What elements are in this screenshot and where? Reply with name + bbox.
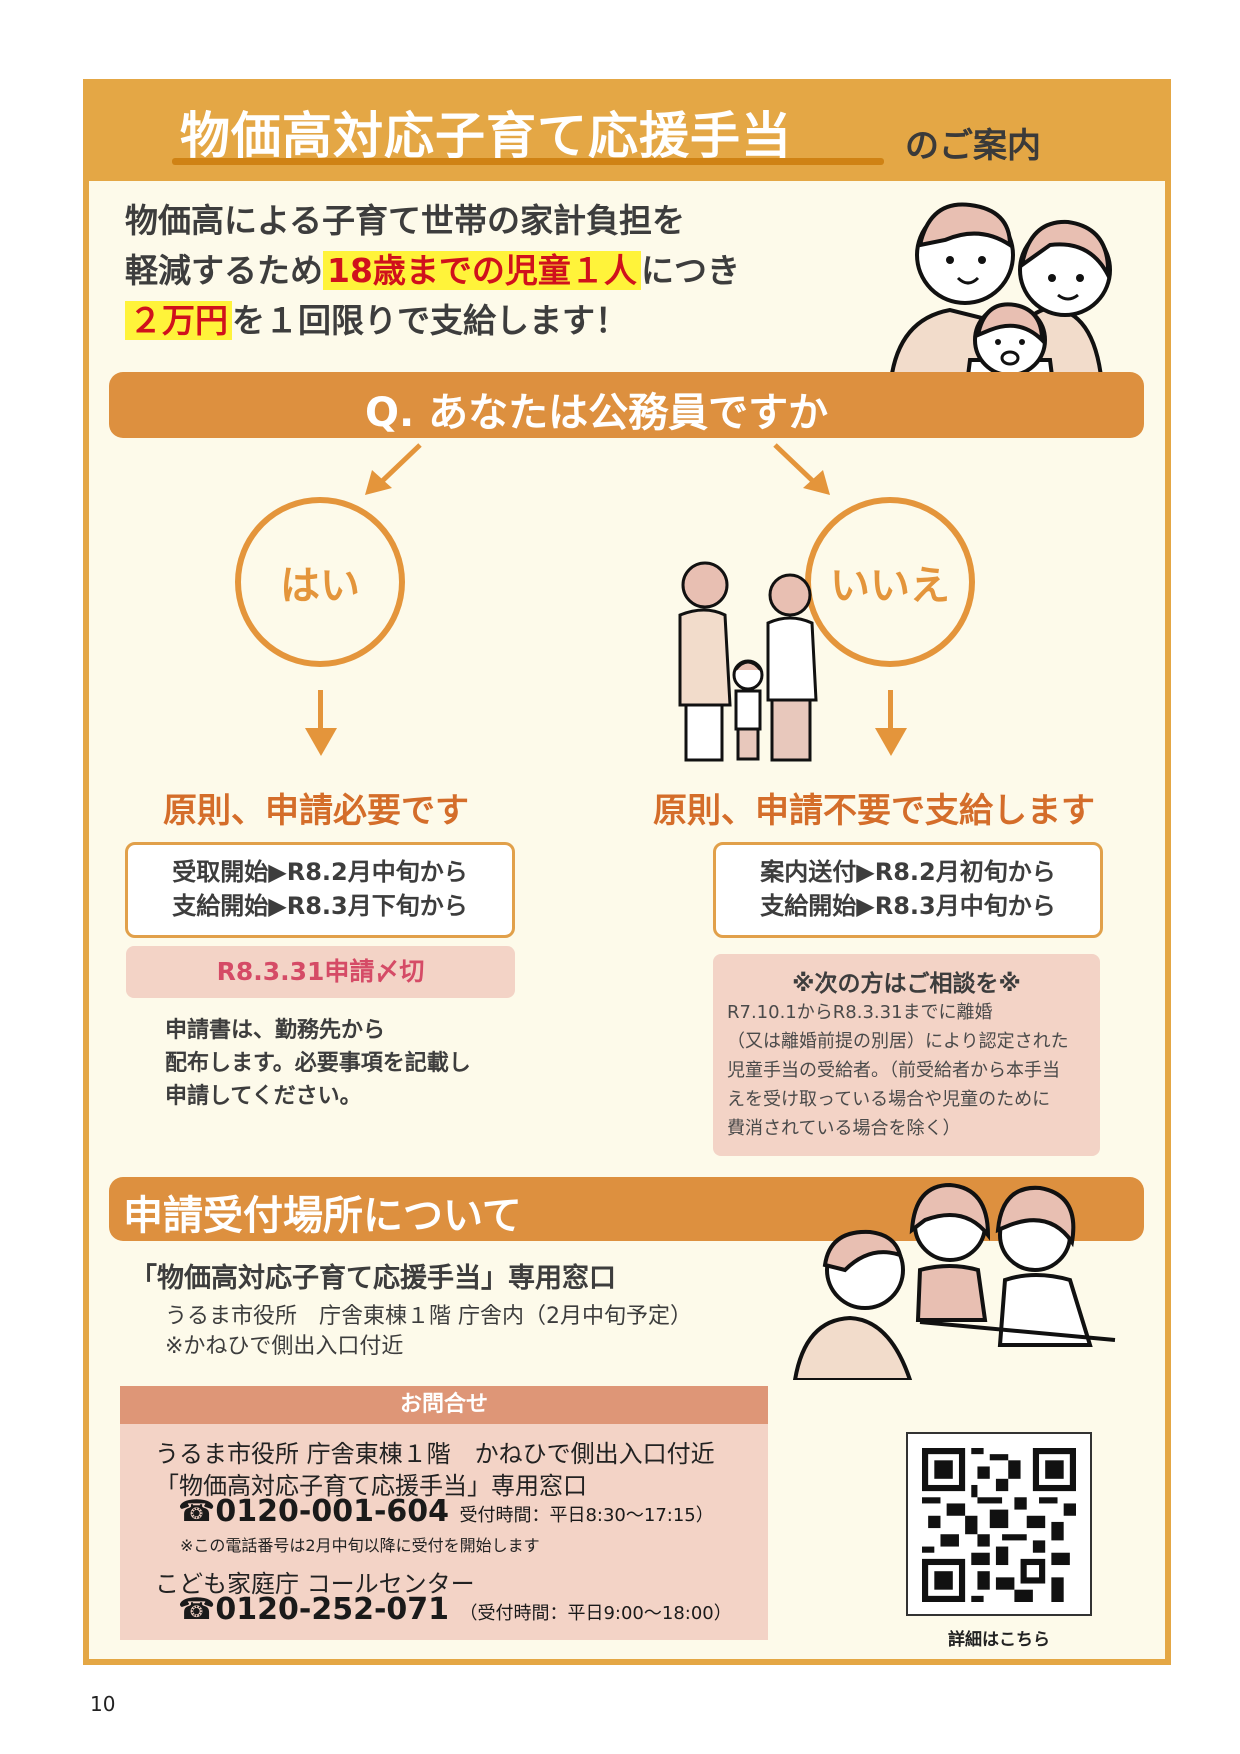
venue-title: 「物価高対応子育て応援手当」専用窓口 [130,1263,616,1294]
consult-line: （又は離婚前提の別居）により認定された [727,1031,1069,1052]
consult-box [713,954,1100,1156]
consult-line: 費消されている場合を除く） [727,1118,961,1139]
page-number: 10 [90,1692,116,1716]
contact-heading: お問合せ [120,1386,768,1424]
no-date-payment: 支給開始▶R8.3月中旬から [760,892,1056,920]
qr-code-icon [922,1448,1076,1602]
phone-1-hours: 受付時間：平日8:30～17:15） [459,1505,714,1526]
no-result-heading: 原則、申請不要で支給します [653,791,1095,831]
arrow-down-yes-icon [305,728,337,756]
yes-result-heading: 原則、申請必要です [163,791,469,831]
consult-line: 児童手当の受給者。（前受給者から本手当 [727,1060,1060,1081]
highlight-amount: ２万円 [125,301,232,340]
arrow-down-yes-line [318,690,323,730]
venue-note: ※かねひで側出入口付近 [165,1334,404,1359]
phone-2-hours: （受付時間：平日9:00～18:00） [459,1603,732,1624]
arrow-to-yes-icon [365,443,422,495]
no-date-notice: 案内送付▶R8.2月初旬から [760,858,1056,886]
question-bar [109,372,1144,438]
family-illustration [887,202,1112,400]
family-walking-illustration [678,561,818,762]
consult-title: ※次の方はご相談を※ [792,971,1021,997]
yes-date-payment: 支給開始▶R8.3月下旬から [172,892,468,920]
yes-date-receipt: 受取開始▶R8.2月中旬から [172,858,468,886]
arrow-to-no-icon [773,443,830,495]
consult-body: R7.10.1からR8.3.31までに離婚 （又は離婚前提の別居）により認定され… [727,998,1069,1143]
intro-line-1: 物価高による子育て世帯の家計負担を [125,201,686,240]
venue-address: うるま市役所 庁舎東棟１階 庁舎内（2月中旬予定） [165,1304,692,1329]
qr-label: 詳細はこちら [948,1630,1050,1650]
intro-line-2-post: につき [640,251,740,290]
deadline-badge: R8.3.31申請〆切 [126,946,515,998]
intro-line-3-post: を１回限りで支給します！ [232,301,628,340]
venue-section-title: 申請受付場所について [123,1193,522,1239]
yes-instructions-line: 申請書は、勤務先から [165,1018,386,1043]
question-text: Q. あなたは公務員ですか [365,390,829,436]
qr-code[interactable] [906,1432,1092,1616]
phone-1-note: ※この電話番号は2月中旬以降に受付を開始します [180,1536,540,1555]
yes-instructions: 申請書は、勤務先から 配布します。必要事項を記載し 申請してください。 [165,1014,471,1113]
contact-address: うるま市役所 庁舎東棟１階 かねひで側出入口付近 [155,1440,715,1468]
title-underline [172,158,884,165]
no-option: いいえ [805,497,975,667]
intro-line-2-pre: 軽減するため [125,251,323,290]
contact-window: 「物価高対応子育て応援手当」専用窓口 [155,1472,587,1500]
yes-instructions-line: 申請してください。 [165,1084,362,1109]
arrow-down-no-line [888,690,893,730]
page-title: 物価高対応子育て応援手当 [180,107,792,165]
contact-phone-2: ☎0120-252-071 （受付時間：平日9:00～18:00） [178,1592,732,1627]
page-subtitle: のご案内 [905,126,1041,166]
phone-number-2[interactable]: ☎0120-252-071 [178,1592,450,1627]
no-date-box: 案内送付▶R8.2月初旬から 支給開始▶R8.3月中旬から [713,842,1103,938]
consultation-illustration [792,1182,1116,1380]
intro-line-3: ２万円を１回限りで支給します！ [125,296,740,346]
consult-line: えを受け取っている場合や児童のために [727,1089,1051,1110]
contact-phone-1: ☎0120-001-604 受付時間：平日8:30～17:15） [178,1494,714,1529]
yes-instructions-line: 配布します。必要事項を記載し [165,1051,471,1076]
highlight-eligibility: 18歳までの児童１人 [323,251,641,290]
phone-number-1[interactable]: ☎0120-001-604 [178,1494,450,1529]
consult-line: R7.10.1からR8.3.31までに離婚 [727,1002,993,1023]
contact-box [120,1386,768,1640]
yes-date-box: 受取開始▶R8.2月中旬から 支給開始▶R8.3月下旬から [125,842,515,938]
arrow-down-no-icon [875,728,907,756]
yes-option: はい [235,497,405,667]
contact-call-center: こども家庭庁 コールセンター [155,1570,475,1598]
